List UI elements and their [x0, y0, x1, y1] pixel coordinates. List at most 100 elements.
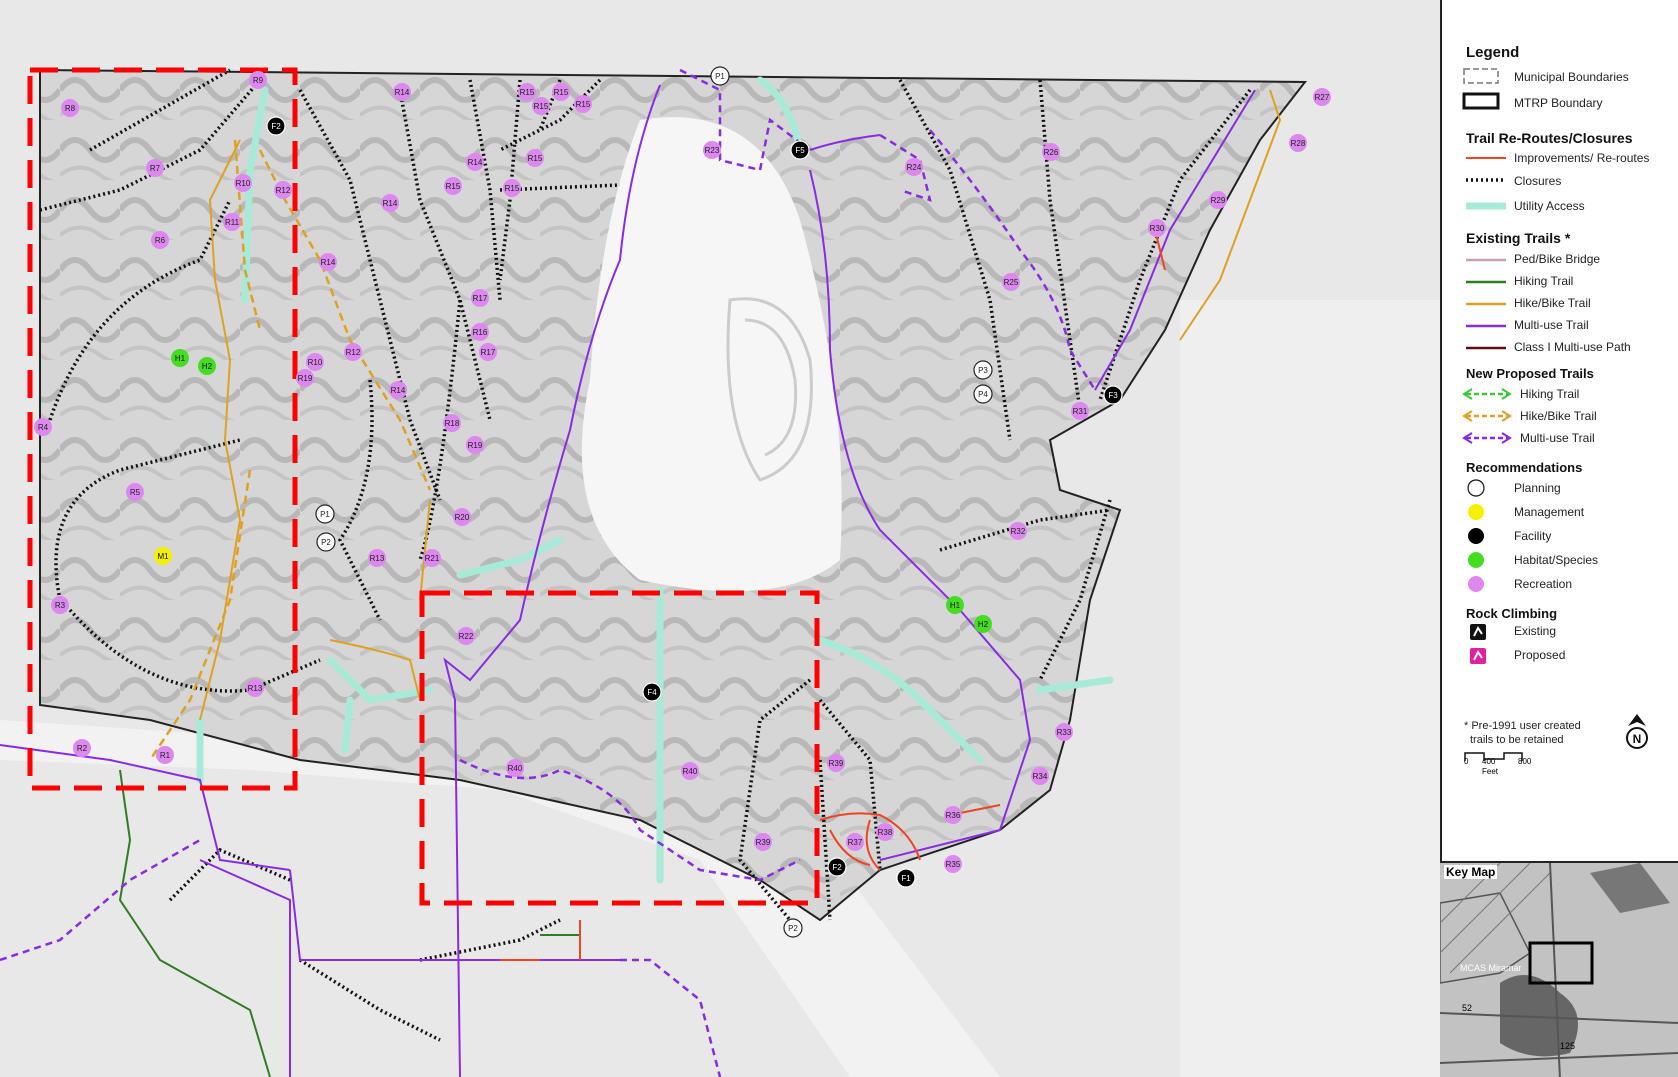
legend-footnote-line2: trails to be retained [1470, 734, 1564, 746]
facility-marker-f2: F2 [266, 116, 286, 136]
svg-text:M1: M1 [157, 552, 169, 561]
svg-text:R21: R21 [425, 554, 440, 563]
svg-text:R7: R7 [150, 164, 161, 173]
key-map: Key Map MCAS Miramar 52 125 [1440, 861, 1678, 1077]
recreation-marker-r37: R37 [846, 833, 864, 851]
recreation-marker-r40: R40 [506, 759, 524, 777]
recommendation-swatch-1 [1468, 504, 1484, 520]
legend-class-one-path: Class I Multi-use Path [1514, 340, 1631, 354]
study-area-south [419, 590, 820, 906]
recreation-marker-r15: R15 [444, 177, 462, 195]
recreation-marker-r39: R39 [754, 833, 772, 851]
svg-text:R15: R15 [528, 154, 543, 163]
recreation-marker-r15: R15 [503, 179, 521, 197]
legend-management: Management [1514, 505, 1585, 519]
legend-habitat-species: Habitat/Species [1514, 553, 1599, 567]
legend-title: Legend [1466, 44, 1520, 61]
svg-text:R28: R28 [1291, 139, 1306, 148]
recommendation-swatch-4 [1468, 576, 1484, 592]
svg-text:R5: R5 [130, 488, 141, 497]
recreation-marker-r19: R19 [296, 369, 314, 387]
planning-marker-p2: P2 [316, 532, 336, 552]
recreation-marker-r17: R17 [479, 343, 497, 361]
scale-unit: Feet [1482, 767, 1499, 776]
reroute-swatches [1466, 157, 1506, 210]
svg-text:R15: R15 [554, 88, 569, 97]
boundary-swatches [1462, 68, 1500, 110]
svg-text:R14: R14 [395, 88, 410, 97]
svg-text:R15: R15 [446, 182, 461, 191]
svg-text:R15: R15 [576, 100, 591, 109]
recreation-marker-r2: R2 [73, 739, 91, 757]
recreation-marker-r15: R15 [552, 83, 570, 101]
svg-text:P2: P2 [788, 924, 798, 933]
recommendation-swatch-0 [1467, 479, 1485, 497]
legend-planning: Planning [1514, 481, 1561, 495]
svg-text:R17: R17 [481, 348, 496, 357]
proposed-trail-swatches [1462, 388, 1512, 444]
proposed-multi-use-trails [0, 68, 1097, 1077]
svg-text:R16: R16 [473, 328, 488, 337]
svg-text:R32: R32 [1011, 527, 1026, 536]
svg-text:R2: R2 [77, 744, 88, 753]
hiking-trails [118, 769, 580, 1077]
recreation-marker-r8: R8 [61, 99, 79, 117]
recreation-marker-r40: R40 [681, 762, 699, 780]
recreation-marker-r23: R23 [703, 141, 721, 159]
legend-recommendations-title: Recommendations [1466, 460, 1583, 475]
svg-text:R19: R19 [298, 374, 313, 383]
svg-text:R19: R19 [468, 441, 483, 450]
planning-marker-p4: P4 [973, 384, 993, 404]
north-arrow-icon: N [1626, 714, 1648, 749]
svg-text:R4: R4 [38, 423, 49, 432]
facility-marker-f3: F3 [1103, 385, 1123, 405]
recreation-marker-r5: R5 [126, 483, 144, 501]
recreation-marker-r17: R17 [471, 289, 489, 307]
scale-tick-0: 0 [1464, 757, 1469, 766]
recreation-marker-r4: R4 [34, 418, 52, 436]
key-map-label-miramar: MCAS Miramar [1460, 963, 1522, 973]
recreation-marker-r15: R15 [526, 149, 544, 167]
svg-text:N: N [1633, 732, 1642, 746]
legend-municipal-boundaries: Municipal Boundaries [1514, 70, 1629, 84]
planning-marker-p1: P1 [315, 504, 335, 524]
legend-proposed-hiking: Hiking Trail [1520, 387, 1580, 401]
key-map-graphic [1440, 863, 1678, 1077]
recreation-marker-r14: R14 [381, 194, 399, 212]
legend-footnote-line1: * Pre-1991 user created [1464, 720, 1581, 732]
recreation-marker-r13: R13 [246, 679, 264, 697]
recreation-marker-r18: R18 [443, 414, 461, 432]
svg-text:H2: H2 [978, 620, 989, 629]
recreation-marker-r15: R15 [574, 95, 592, 113]
svg-text:R8: R8 [65, 104, 76, 113]
habitat-marker-h2: H2 [198, 357, 216, 375]
habitat-marker-h1: H1 [171, 349, 189, 367]
svg-text:R14: R14 [391, 386, 406, 395]
svg-text:H1: H1 [175, 354, 186, 363]
key-map-extent [1528, 941, 1594, 985]
recreation-marker-r16: R16 [471, 323, 489, 341]
svg-text:R11: R11 [225, 218, 240, 227]
recreation-marker-r9: R9 [249, 71, 267, 89]
svg-text:R10: R10 [236, 179, 251, 188]
recreation-marker-r10: R10 [234, 174, 252, 192]
facility-marker-f1: F1 [896, 868, 916, 888]
svg-text:R33: R33 [1057, 728, 1072, 737]
svg-text:R6: R6 [155, 236, 166, 245]
svg-text:R30: R30 [1150, 224, 1165, 233]
planning-marker-p1: P1 [710, 66, 730, 86]
facility-marker-f2: F2 [827, 857, 847, 877]
svg-text:P2: P2 [321, 538, 331, 547]
recreation-marker-r27: R27 [1313, 88, 1331, 106]
recreation-marker-r21: R21 [423, 549, 441, 567]
svg-text:R14: R14 [383, 199, 398, 208]
legend-closures: Closures [1514, 174, 1562, 188]
habitat-marker-h1: H1 [946, 596, 964, 614]
svg-text:R37: R37 [848, 838, 863, 847]
scale-bar [1464, 752, 1523, 761]
recreation-marker-r39: R39 [827, 754, 845, 772]
svg-text:F2: F2 [832, 863, 842, 872]
habitat-marker-h2: H2 [974, 615, 992, 633]
svg-text:R15: R15 [534, 102, 549, 111]
recreation-marker-r25: R25 [1002, 273, 1020, 291]
